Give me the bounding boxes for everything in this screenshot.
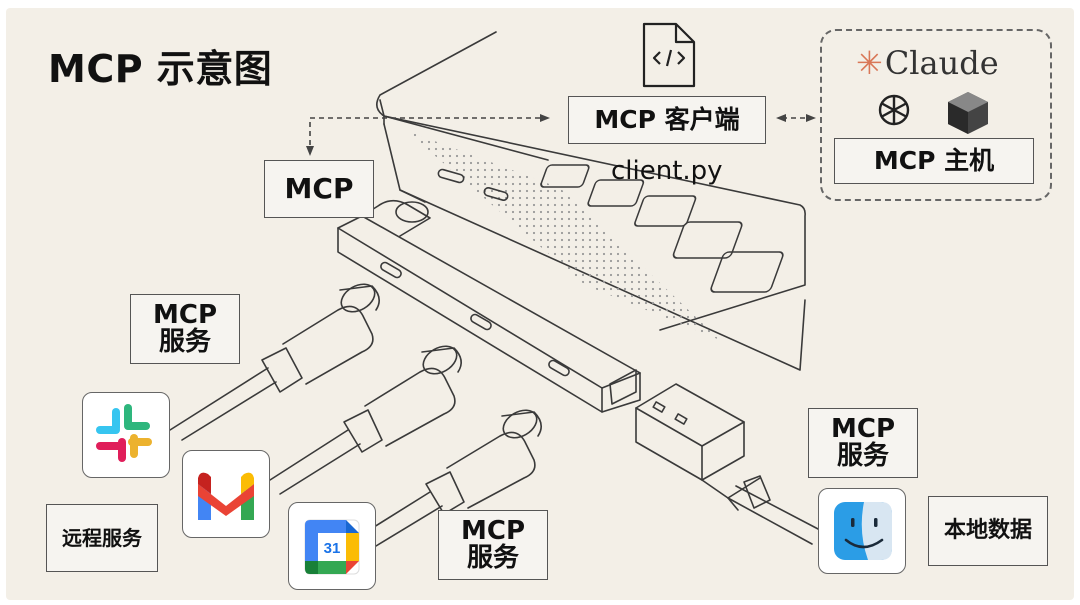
mcp-host-group [820,29,1052,201]
client-file-label: client.py [611,156,723,186]
usbc-cable-1 [169,367,269,431]
slack-icon [96,404,152,462]
key [710,251,784,293]
gmail-icon [198,472,254,520]
local-data-label: 本地数据 [943,518,1032,544]
claude-logo: ✳Claude [856,44,999,82]
arrow-client-to-hub [309,117,540,150]
gmail-tile [182,450,270,538]
laptop-base [383,115,806,331]
mcp-server-box-3: MCP 服务 [808,408,918,478]
remote-services-label: 远程服务 [62,525,142,550]
calendar-day-number: 31 [324,540,341,557]
code-file-icon [642,22,696,88]
usba-plug [635,383,745,481]
key [672,221,743,259]
finder-icon [834,502,892,560]
mcp-client-label: MCP 客户端 [594,104,740,134]
mcp-host-box: MCP 主机 [834,138,1034,184]
server-2-line-2: 服务 [466,543,519,573]
server-2-line-1: MCP [460,515,525,546]
mcp-client-box: MCP 客户端 [568,96,766,144]
mcp-hub-box: MCP [264,160,374,218]
mcp-server-box-1: MCP 服务 [130,294,240,364]
claude-star-icon: ✳ [856,44,883,82]
diagram-title: MCP 示意图 [48,47,273,91]
key [540,164,590,188]
mcp-server-box-2: MCP 服务 [438,510,548,580]
key [587,179,645,207]
server-1-line-1: MCP [152,299,217,330]
server-1-line-2: 服务 [158,327,211,357]
openai-logo [878,94,910,126]
local-data-box: 本地数据 [928,496,1048,566]
server-3-line-2: 服务 [836,441,889,471]
server-3-line-1: MCP [830,413,895,444]
perplexity-logo [948,92,988,134]
remote-services-box: 远程服务 [46,504,158,572]
usbc-cable-2 [269,429,349,481]
claude-brand-text: Claude [884,44,999,82]
usba-cable [735,485,821,531]
key [634,195,697,227]
mcp-host-label: MCP 主机 [873,145,995,175]
mcp-hub-label: MCP [284,172,354,206]
usbc-cable-3 [365,491,431,533]
google-calendar-icon: 31 [304,519,360,575]
